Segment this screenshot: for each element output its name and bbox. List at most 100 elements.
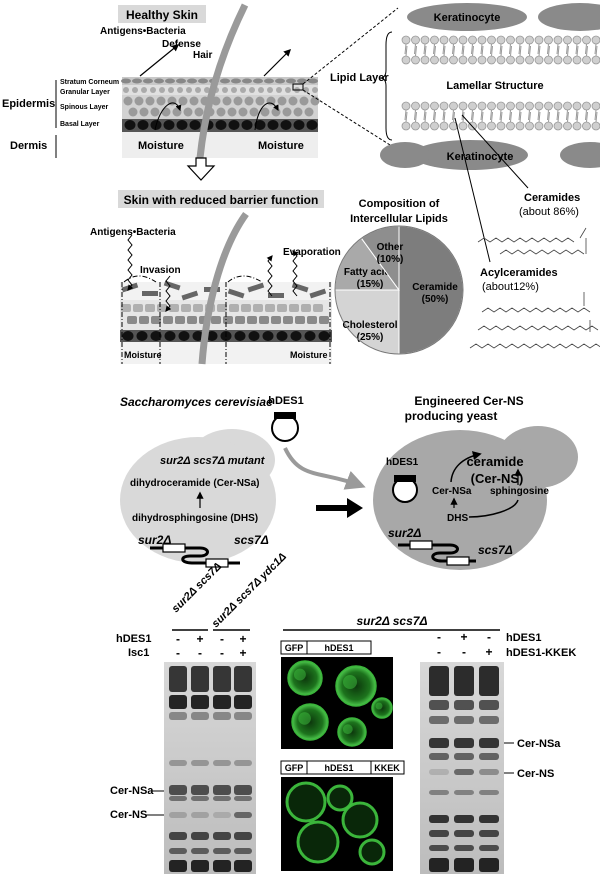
hair-shaft bbox=[196, 3, 249, 159]
spinous-cell-2 bbox=[289, 304, 299, 312]
gel1-group1-label: sur2Δ scs7Δ bbox=[170, 561, 225, 616]
lane-sign: + bbox=[239, 646, 246, 660]
lipid-head bbox=[496, 55, 506, 65]
lipid-head bbox=[430, 121, 439, 131]
lipid-tail bbox=[491, 45, 493, 57]
moisture-label-1: Moisture bbox=[138, 140, 184, 152]
spinous-cell-2 bbox=[181, 304, 191, 312]
lipid-tail bbox=[548, 45, 550, 57]
zoom-line-bottom bbox=[302, 89, 399, 151]
micro-gfp-label-2: GFP bbox=[285, 763, 304, 773]
lipid-tail bbox=[442, 43, 445, 55]
micro-hdes1-label-2: hDES1 bbox=[324, 763, 353, 773]
basal-layer-label: Basal Layer bbox=[60, 121, 100, 128]
gel-band bbox=[479, 858, 499, 872]
gel-band bbox=[234, 832, 252, 840]
defense-arrow-2 bbox=[263, 48, 292, 77]
lipid-head bbox=[506, 121, 515, 131]
composition-title-2: Intercellular Lipids bbox=[350, 213, 448, 225]
antigens-label: Antigens•Bacteria bbox=[100, 26, 186, 37]
lipid-tail bbox=[510, 111, 512, 123]
invasion-label: Invasion bbox=[140, 265, 181, 276]
lipid-head bbox=[572, 35, 582, 45]
pie-pct-0: (50%) bbox=[422, 294, 449, 305]
lipid-head bbox=[439, 101, 449, 111]
lipid-head bbox=[401, 35, 411, 45]
granular-cell bbox=[123, 87, 129, 93]
corneum-cell bbox=[297, 78, 307, 84]
spinous-cell bbox=[172, 107, 182, 117]
reduced-title: Skin with reduced barrier function bbox=[124, 193, 319, 207]
lipid-head bbox=[449, 55, 458, 65]
corneum-cell bbox=[286, 78, 296, 84]
lipid-head bbox=[411, 121, 420, 131]
transition-arrow bbox=[186, 157, 216, 181]
lipid-tail bbox=[509, 43, 511, 55]
lipid-head bbox=[591, 101, 600, 111]
corneum-cell bbox=[143, 78, 153, 84]
gel-band bbox=[169, 848, 187, 854]
basal-cell bbox=[254, 120, 266, 130]
lipid-head bbox=[411, 35, 420, 45]
basal-cell bbox=[280, 120, 292, 130]
lipid-tail bbox=[434, 111, 436, 123]
lane-sign: - bbox=[437, 645, 441, 659]
lipid-tail bbox=[453, 45, 455, 57]
evaporation-label: Evaporation bbox=[283, 247, 341, 258]
gel1-hdes1-label: hDES1 bbox=[116, 633, 151, 645]
gel-band bbox=[429, 666, 449, 696]
spinous-cell bbox=[277, 96, 287, 106]
gel-band bbox=[213, 796, 231, 801]
gel-band bbox=[454, 753, 474, 760]
gel-band bbox=[429, 858, 449, 872]
pie-outline bbox=[334, 225, 464, 355]
gel-band bbox=[479, 815, 499, 823]
lipid-head bbox=[401, 121, 411, 131]
corneum-cell bbox=[308, 78, 318, 84]
lipid-tail bbox=[518, 43, 521, 55]
acylceramides-label: Acylceramides bbox=[480, 267, 558, 279]
gel-band bbox=[169, 785, 187, 795]
spinous-cell bbox=[249, 107, 259, 117]
lipid-tail bbox=[405, 111, 408, 123]
lipid-tail bbox=[499, 109, 502, 121]
yeast-cell bbox=[291, 703, 329, 741]
zoom-box bbox=[292, 83, 304, 91]
evaporation-arrow-1 bbox=[266, 255, 273, 297]
er-signal bbox=[375, 702, 383, 710]
gel-band bbox=[234, 666, 252, 692]
gel-band bbox=[191, 860, 209, 872]
gel-band bbox=[429, 738, 449, 748]
lipid-head bbox=[582, 35, 591, 45]
mutant-cell bbox=[120, 429, 276, 563]
corneum-cell bbox=[253, 78, 263, 84]
lipid-tail bbox=[500, 111, 503, 123]
lipid-head bbox=[525, 101, 534, 111]
basal-cell-2 bbox=[248, 331, 260, 341]
spinous-cell-2 bbox=[151, 316, 161, 324]
spinous-cell bbox=[222, 96, 232, 106]
gel2-signs: -+---+ bbox=[437, 630, 493, 659]
defense-label: Defense bbox=[162, 39, 201, 50]
basal-cell-2 bbox=[304, 331, 316, 341]
gel-band bbox=[234, 812, 252, 818]
lipid-head bbox=[515, 101, 525, 111]
yeast-cell bbox=[335, 665, 377, 707]
gel-band bbox=[454, 790, 474, 795]
gel-band bbox=[234, 712, 252, 720]
lipid-head bbox=[563, 101, 572, 111]
lane-sign: - bbox=[462, 645, 466, 659]
lipid-tail bbox=[586, 111, 588, 123]
lipid-head bbox=[430, 35, 439, 45]
lipid-tail bbox=[548, 111, 550, 123]
er-signal bbox=[298, 712, 311, 725]
reduced-title-box bbox=[118, 190, 324, 208]
basal-cell-2 bbox=[122, 331, 134, 341]
lipid-head bbox=[430, 101, 439, 111]
gel-band bbox=[454, 858, 474, 872]
lipid-head bbox=[468, 101, 477, 111]
lipid-head bbox=[420, 35, 430, 45]
lipid-tail bbox=[500, 45, 503, 57]
spinous-cell-2 bbox=[253, 304, 263, 312]
